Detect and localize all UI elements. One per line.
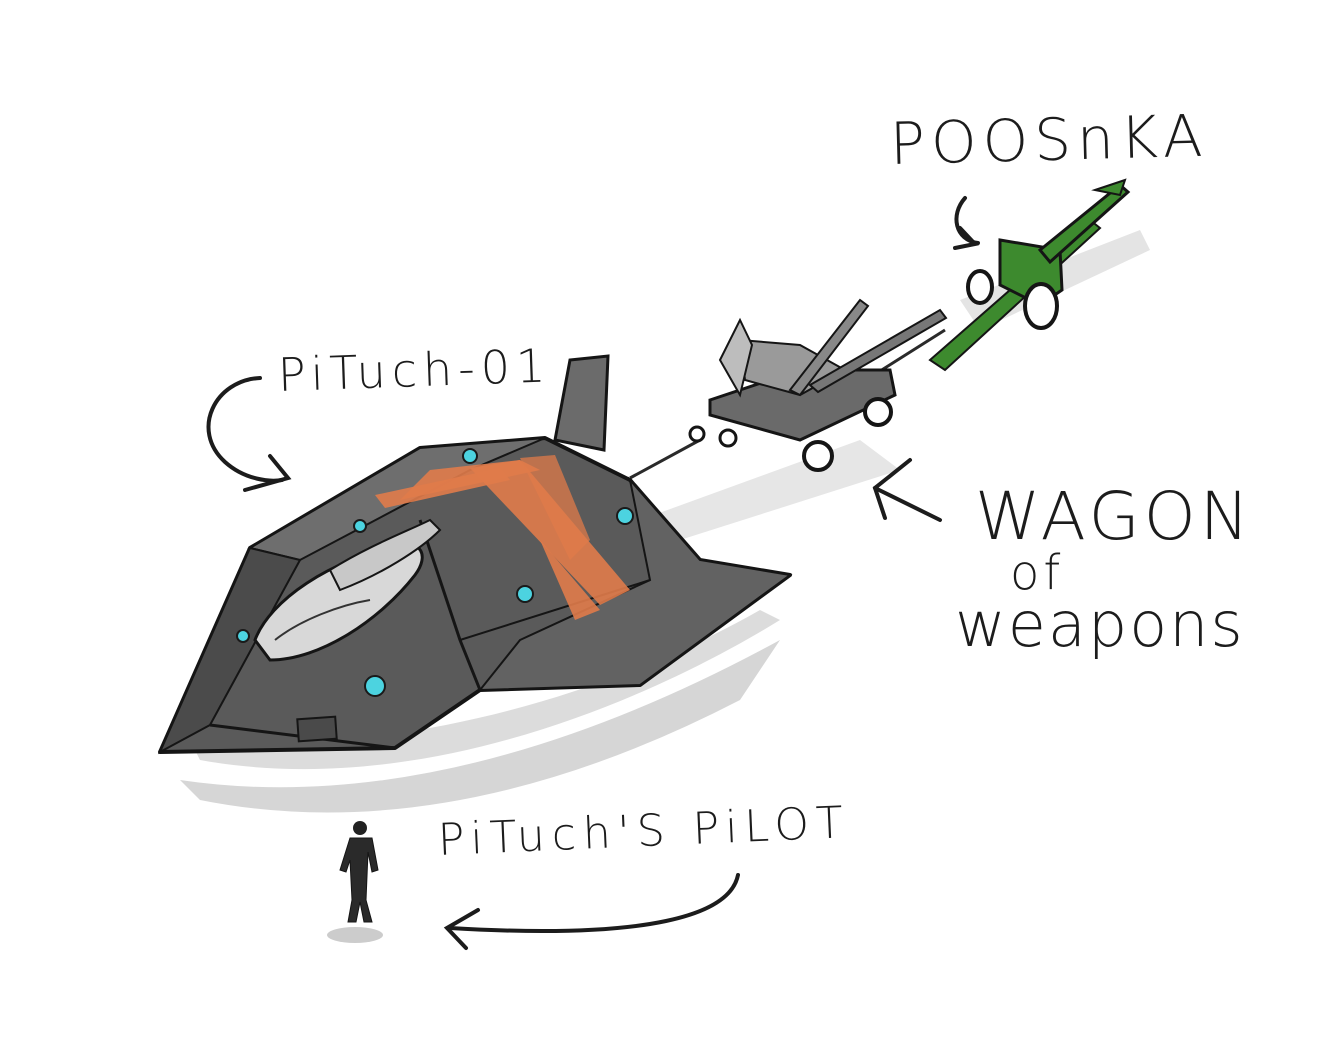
wagon-label-line2: of xyxy=(1010,545,1065,601)
pituch-arrow xyxy=(206,376,284,483)
wagon-arrowhead xyxy=(872,458,912,520)
poosnka-arrowhead xyxy=(953,226,979,250)
pilot-figure xyxy=(339,821,379,923)
poosnka-label: POOSnKA xyxy=(889,101,1210,178)
weapons-wagon xyxy=(688,298,948,472)
pilot-arrowhead xyxy=(443,908,480,950)
poosnka-cannon xyxy=(928,178,1131,372)
pituch-ship xyxy=(157,354,793,755)
wagon-arrow xyxy=(873,486,942,522)
wagon-label-line1: WAGON xyxy=(975,478,1254,555)
pilot-arrow xyxy=(448,873,740,934)
tow-line xyxy=(629,438,701,480)
wagon-label-line3: weapons xyxy=(955,588,1245,661)
ground-shadows xyxy=(180,230,1150,943)
pituch-label: PiTuch-01 xyxy=(277,338,553,402)
annotation-arrows xyxy=(206,196,980,950)
pituch-arrowhead xyxy=(243,454,292,492)
